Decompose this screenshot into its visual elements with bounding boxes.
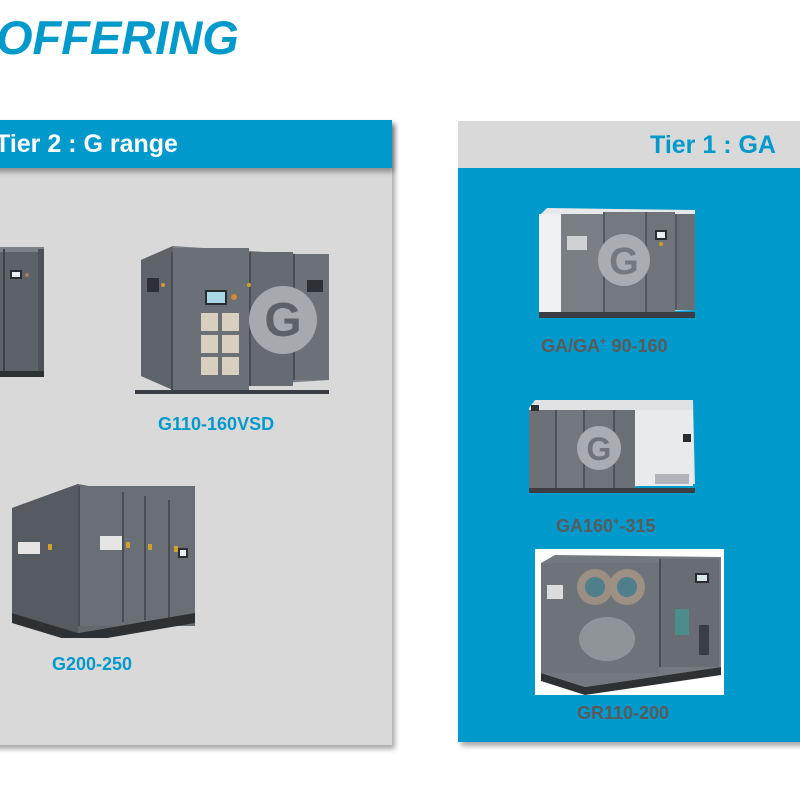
product-label-ga-90-160: GA/GA+ 90-160 — [541, 336, 668, 356]
svg-text:G: G — [587, 431, 612, 467]
compressor-ga-90-160-image: G — [537, 206, 697, 330]
tier1-header: Tier 1 : GA — [458, 121, 800, 168]
compressor-ga160-315-image: G — [527, 398, 697, 496]
tier1-header-label: Tier 1 : GA — [650, 131, 776, 159]
product-label-ga160-315: GA160+-315 — [556, 516, 656, 536]
svg-text:G: G — [609, 241, 639, 283]
compressor-g110-160vsd-image: G — [133, 240, 329, 395]
compressor-g200-250-image — [10, 478, 195, 638]
tier2-header: Tier 2 : G range — [0, 120, 392, 168]
svg-text:G: G — [264, 294, 301, 347]
tier2-panel: Tier 2 : G range — [0, 120, 392, 745]
compressor-partial-image — [0, 245, 46, 380]
slide-title: OFFERING — [0, 11, 239, 64]
product-label-g200-250: G200-250 — [52, 654, 133, 674]
product-label-g110-160vsd: G110-160VSD — [158, 414, 275, 434]
product-label-gr110-200: GR110-200 — [577, 703, 670, 723]
tier2-header-label: Tier 2 : G range — [0, 130, 178, 158]
compressor-gr110-200-image — [535, 549, 724, 695]
